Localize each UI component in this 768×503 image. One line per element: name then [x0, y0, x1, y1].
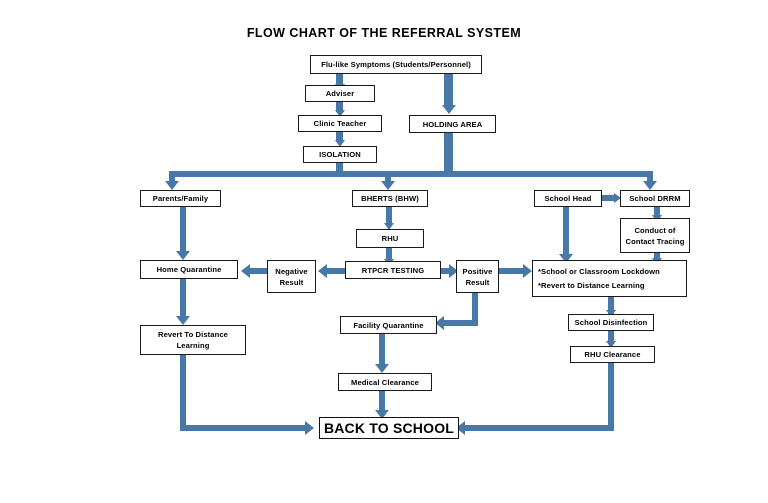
node-rhu[interactable]: RHU	[356, 229, 424, 248]
connector-positive-to-facility-v	[472, 293, 478, 323]
node-positive-result[interactable]: Positive Result	[456, 260, 499, 293]
connector-rhuclearance-to-back-h	[463, 425, 614, 431]
connector-positive-to-facility-arrow	[435, 316, 444, 330]
connector-positive-to-facility-h	[442, 320, 478, 326]
connector-disinfection-to-rhuclearance-shaft	[608, 331, 614, 344]
connector-isolation-to-bus-shaft	[336, 163, 343, 176]
node-medical-clearance[interactable]: Medical Clearance	[338, 373, 432, 391]
connector-head-to-lockdown-shaft	[563, 207, 569, 257]
node-lockdown[interactable]: *School or Classroom Lockdown *Revert to…	[532, 260, 687, 297]
connector-rhuclearance-to-back-arrow	[456, 421, 465, 435]
node-bherts[interactable]: BHERTS (BHW)	[352, 190, 428, 207]
bus-drop-parents-arrow	[165, 181, 179, 190]
connector-disinfection-to-rhuclearance-arrow	[606, 341, 616, 348]
bus-drop-parents-shaft	[169, 171, 175, 183]
bus-drop-bherts-arrow	[381, 181, 395, 190]
connector-revert-to-back-v	[180, 355, 186, 428]
connector-rtpcr-to-positive-shaft	[431, 268, 451, 274]
bus-drop-schoolhead-arrow	[643, 181, 657, 190]
connector-facility-to-medical-arrow	[375, 364, 389, 373]
connector-rhu-to-rtpcr-shaft	[386, 248, 392, 261]
node-facility-quarantine[interactable]: Facility Quarantine	[340, 316, 437, 334]
connector-lockdown-to-disinfection-shaft	[608, 297, 614, 314]
node-school-head[interactable]: School Head	[534, 190, 602, 207]
connector-negative-to-home-shaft	[248, 268, 270, 274]
node-isolation[interactable]: ISOLATION	[303, 146, 377, 163]
connector-head-to-drrm-arrow	[614, 193, 621, 203]
connector-rtpcr-to-negative-arrow	[318, 264, 327, 278]
connector-lockdown-to-disinfection-arrow	[606, 310, 616, 317]
connector-bherts-to-rhu-arrow	[384, 223, 394, 230]
node-school-drrm[interactable]: School DRRM	[620, 190, 690, 207]
connector-rtpcr-to-positive-arrow	[449, 264, 458, 278]
connector-medical-to-back-shaft	[379, 391, 385, 414]
connector-rhuclearance-to-back-v	[608, 363, 614, 431]
node-clinic-teacher[interactable]: Clinic Teacher	[298, 115, 382, 132]
node-contact-tracing[interactable]: Conduct of Contact Tracing	[620, 218, 690, 253]
connector-parents-to-home-arrow	[176, 251, 190, 260]
node-back-to-school[interactable]: BACK TO SCHOOL	[319, 417, 459, 439]
node-home-quarantine[interactable]: Home Quarantine	[140, 260, 238, 279]
node-parents-family[interactable]: Parents/Family	[140, 190, 221, 207]
bus-drop-schoolhead-shaft	[647, 171, 653, 183]
connector-adviser-to-clinic-arrow	[334, 110, 345, 117]
connector-home-to-revert-shaft	[180, 279, 186, 319]
connector-tracing-to-lockdown-shaft	[654, 253, 660, 262]
node-revert-distance-learning[interactable]: Revert To Distance Learning	[140, 325, 246, 355]
connector-holding-to-bus-shaft	[444, 133, 453, 176]
connector-negative-to-home-arrow	[241, 264, 250, 278]
connector-positive-to-lockdown-arrow	[523, 264, 532, 278]
distribution-bus	[169, 171, 653, 177]
node-flu-symptoms[interactable]: Flu-like Symptoms (Students/Personnel)	[310, 55, 482, 74]
page-title: FLOW CHART OF THE REFERRAL SYSTEM	[246, 26, 522, 40]
node-school-disinfection[interactable]: School Disinfection	[568, 314, 654, 331]
node-rtpcr-testing[interactable]: RTPCR TESTING	[345, 261, 441, 279]
node-negative-result[interactable]: Negative Result	[267, 260, 316, 293]
connector-parents-to-home-shaft	[180, 207, 186, 253]
node-rhu-clearance[interactable]: RHU Clearance	[570, 346, 655, 363]
connector-rtpcr-to-negative-shaft	[325, 268, 347, 274]
connector-revert-to-back-h	[180, 425, 307, 431]
connector-home-to-revert-arrow	[176, 316, 190, 325]
connector-drrm-to-tracing-shaft	[654, 207, 660, 218]
bus-drop-bherts-shaft	[385, 171, 391, 183]
connector-adviser-to-clinic-shaft	[336, 102, 343, 112]
connector-bherts-to-rhu-shaft	[386, 207, 392, 225]
connector-clinic-to-isolation-shaft	[336, 132, 343, 142]
connector-medical-to-back-arrow	[375, 410, 389, 419]
connector-clinic-to-isolation-arrow	[334, 140, 345, 147]
node-adviser[interactable]: Adviser	[305, 85, 375, 102]
connector-flu-to-holding-shaft	[444, 74, 453, 108]
node-holding-area[interactable]: HOLDING AREA	[409, 115, 496, 133]
connector-positive-to-lockdown-shaft	[497, 268, 525, 274]
connector-head-to-drrm-shaft	[602, 195, 616, 201]
connector-flu-to-adviser-shaft	[336, 74, 343, 85]
connector-flu-to-holding-arrow	[441, 105, 456, 114]
connector-facility-to-medical-shaft	[379, 334, 385, 368]
connector-revert-to-back-arrow	[305, 421, 314, 435]
connector-head-to-lockdown-arrow	[559, 254, 573, 263]
